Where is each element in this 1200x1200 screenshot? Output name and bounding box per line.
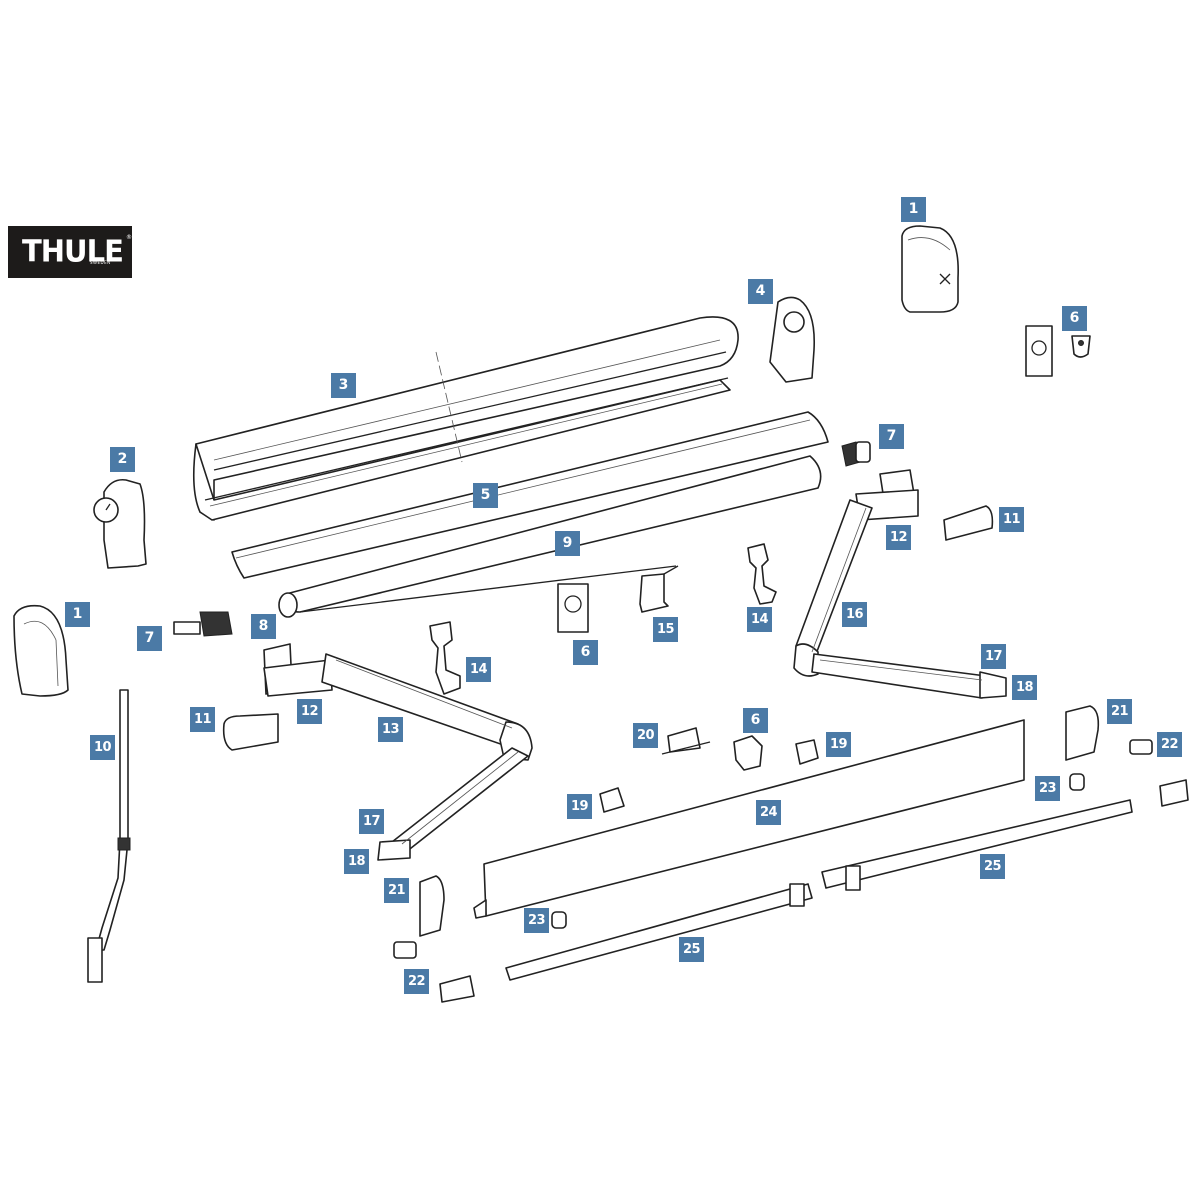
part-spring-plug-right bbox=[841, 441, 871, 467]
part-number-tag: 6 bbox=[743, 708, 768, 733]
part-number-tag: 21 bbox=[384, 878, 409, 903]
part-number-tag: 19 bbox=[567, 794, 592, 819]
part-clip-top-right bbox=[1025, 325, 1091, 377]
part-number-tag: 25 bbox=[980, 854, 1005, 879]
part-number-tag: 25 bbox=[679, 937, 704, 962]
part-number-tag: 13 bbox=[378, 717, 403, 742]
part-end-plug-left bbox=[393, 941, 475, 1003]
thule-logo: THULE SWEDEN ® bbox=[8, 226, 132, 278]
part-gear-left bbox=[173, 611, 233, 637]
part-number-tag: 6 bbox=[1062, 306, 1087, 331]
part-fabric-roller bbox=[278, 455, 822, 618]
part-number-tag: 23 bbox=[1035, 776, 1060, 801]
part-leg-right bbox=[821, 799, 1133, 891]
part-number-tag: 7 bbox=[879, 424, 904, 449]
part-front-profile bbox=[473, 719, 1025, 919]
part-number-tag: 6 bbox=[573, 640, 598, 665]
part-number-tag: 14 bbox=[747, 607, 772, 632]
part-number-tag: 22 bbox=[1157, 732, 1182, 757]
part-number-tag: 11 bbox=[999, 507, 1024, 532]
part-clip-lower bbox=[733, 735, 763, 771]
part-strap-left bbox=[429, 621, 461, 695]
part-number-tag: 12 bbox=[297, 699, 322, 724]
part-bracket-lower bbox=[599, 787, 625, 813]
part-right-arm bbox=[793, 469, 1007, 699]
part-number-tag: 8 bbox=[251, 614, 276, 639]
part-number-tag: 15 bbox=[653, 617, 678, 642]
part-number-tag: 10 bbox=[90, 735, 115, 760]
part-plate bbox=[639, 565, 679, 613]
part-left-arm bbox=[263, 643, 533, 861]
part-arm-cover-left bbox=[222, 713, 279, 751]
part-number-tag: 20 bbox=[633, 723, 658, 748]
part-number-tag: 12 bbox=[886, 525, 911, 550]
part-number-tag: 7 bbox=[137, 626, 162, 651]
logo-subtitle: SWEDEN bbox=[90, 260, 111, 265]
part-drive-end-housing bbox=[93, 478, 147, 569]
part-number-tag: 5 bbox=[473, 483, 498, 508]
part-number-tag: 19 bbox=[826, 732, 851, 757]
part-leg-left bbox=[505, 883, 813, 981]
part-number-tag: 9 bbox=[555, 531, 580, 556]
part-number-tag: 14 bbox=[466, 657, 491, 682]
part-strap-right bbox=[747, 543, 777, 605]
part-bracket-upper bbox=[795, 739, 819, 765]
part-number-tag: 1 bbox=[901, 197, 926, 222]
part-number-tag: 16 bbox=[842, 602, 867, 627]
part-number-tag: 23 bbox=[524, 908, 549, 933]
part-cap-right bbox=[1069, 773, 1085, 791]
part-lock-clip bbox=[661, 727, 711, 755]
part-number-tag: 21 bbox=[1107, 699, 1132, 724]
part-arm-cover-right bbox=[943, 505, 994, 541]
part-end-plug-right bbox=[1129, 739, 1189, 807]
part-cassette-profile bbox=[192, 316, 739, 521]
part-cover-strip bbox=[231, 411, 829, 579]
logo-wordmark: THULE bbox=[22, 233, 124, 269]
part-number-tag: 3 bbox=[331, 373, 356, 398]
part-front-end-cap-left bbox=[419, 875, 445, 937]
part-number-tag: 2 bbox=[110, 447, 135, 472]
part-number-tag: 22 bbox=[404, 969, 429, 994]
part-number-tag: 4 bbox=[748, 279, 773, 304]
part-number-tag: 11 bbox=[190, 707, 215, 732]
part-number-tag: 24 bbox=[756, 800, 781, 825]
part-idler-end-housing bbox=[769, 296, 816, 383]
part-number-tag: 18 bbox=[344, 849, 369, 874]
logo-registered-mark: ® bbox=[126, 234, 132, 241]
part-end-cap-left bbox=[13, 604, 69, 697]
part-number-tag: 1 bbox=[65, 602, 90, 627]
part-clip-center bbox=[557, 583, 589, 633]
part-end-cap-right bbox=[901, 225, 959, 313]
part-front-end-cap-right bbox=[1065, 705, 1100, 761]
part-crank-handle bbox=[87, 689, 131, 983]
part-number-tag: 18 bbox=[1012, 675, 1037, 700]
part-cap-left bbox=[551, 911, 567, 929]
part-number-tag: 17 bbox=[981, 644, 1006, 669]
part-number-tag: 17 bbox=[359, 809, 384, 834]
